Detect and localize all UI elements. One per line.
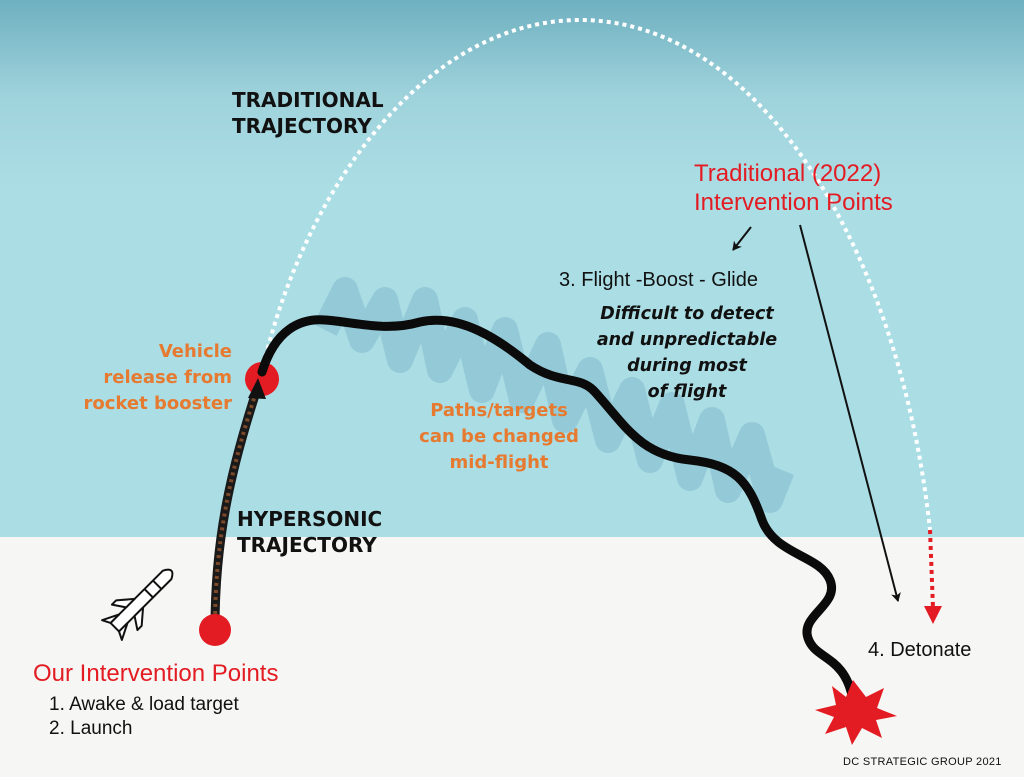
difficult-line-2: and unpredictable: [596, 330, 778, 350]
difficult-to-detect-label: Difficult to detect and unpredictable du…: [592, 301, 782, 405]
hypersonic-trajectory-label: HYPERSONIC TRAJECTORY: [237, 506, 382, 558]
traditional-trajectory-end: [928, 529, 935, 609]
missile-icon: [101, 568, 174, 641]
our-intervention-steps: 1. Awake & load target 2. Launch: [49, 693, 239, 741]
traditional-trajectory-label: TRADITIONAL TRAJECTORY: [232, 87, 384, 139]
traditional-intervention-line-2: Intervention Points: [694, 189, 893, 216]
difficult-line-3: during most: [627, 356, 747, 376]
traditional-trajectory-line-2: TRAJECTORY: [232, 114, 372, 138]
explosion-icon: [815, 680, 897, 745]
booster-trajectory-dots: [213, 379, 262, 629]
vehicle-release-line-2: release from: [103, 367, 232, 388]
intervention-arrow-long: [799, 224, 901, 602]
difficult-line-4: of flight: [647, 382, 727, 402]
paths-targets-label: Paths/targets can be changed mid-flight: [408, 398, 590, 476]
intervention-step-2: 2. Launch: [49, 718, 133, 739]
launch-point-dot: [199, 614, 231, 646]
intervention-arrow-short: [732, 226, 752, 251]
traditional-intervention-line-1: Traditional (2022): [694, 160, 882, 187]
sky-background: [0, 0, 1024, 537]
traditional-intervention-title: Traditional (2022) Intervention Points: [694, 159, 893, 217]
vehicle-release-label: Vehicle release from rocket booster: [72, 339, 233, 417]
hypersonic-trajectory-line-2: TRAJECTORY: [237, 533, 377, 557]
traditional-trajectory-line-1: TRADITIONAL: [232, 88, 384, 112]
traditional-trajectory-arrowhead: [924, 606, 942, 624]
intervention-step-1: 1. Awake & load target: [49, 694, 239, 715]
hypersonic-trajectory-line-1: HYPERSONIC: [237, 507, 383, 531]
traditional-trajectory-arc: [260, 17, 932, 531]
difficult-line-1: Difficult to detect: [600, 304, 774, 324]
maneuver-zigzag-band: [313, 277, 795, 513]
vehicle-release-line-1: Vehicle: [158, 341, 232, 362]
our-intervention-title: Our Intervention Points: [33, 660, 279, 687]
hypersonic-trajectory: [257, 315, 858, 705]
paths-targets-line-2: can be changed: [419, 426, 579, 447]
detonate-label: 4. Detonate: [868, 639, 972, 661]
credit-label: DC STRATEGIC GROUP 2021: [843, 756, 1002, 768]
booster-arrowhead: [248, 378, 266, 399]
vehicle-release-line-3: rocket booster: [83, 393, 233, 414]
flight-step-label: 3. Flight -Boost - Glide: [559, 269, 758, 291]
paths-targets-line-3: mid-flight: [449, 452, 549, 473]
paths-targets-line-1: Paths/targets: [430, 400, 568, 421]
